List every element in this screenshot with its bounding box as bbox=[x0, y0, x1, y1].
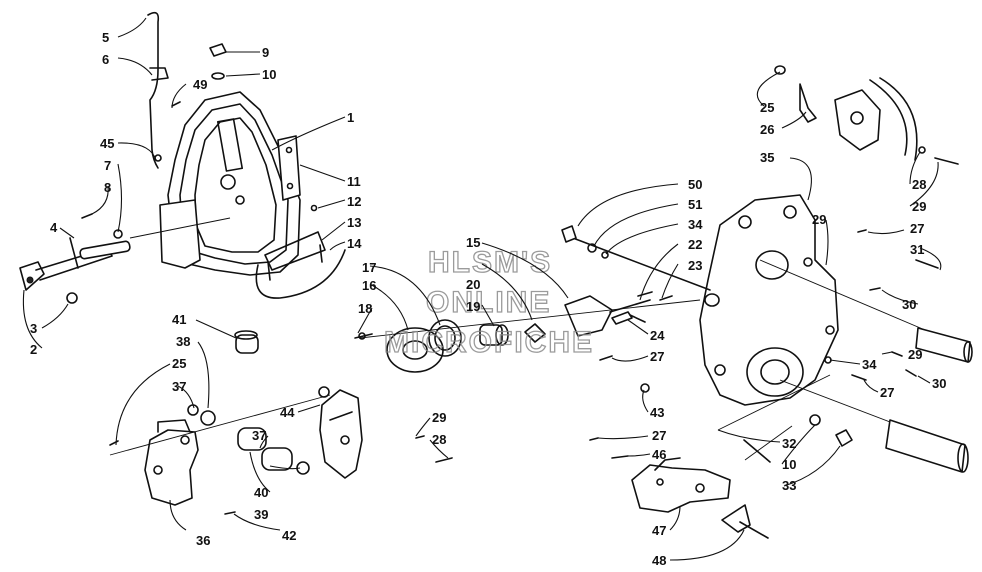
tensioner-spring-bearing bbox=[479, 291, 653, 346]
callout-32: 32 bbox=[782, 436, 796, 451]
callout-27: 27 bbox=[650, 349, 664, 364]
callout-17: 17 bbox=[362, 260, 376, 275]
callout-49: 49 bbox=[193, 77, 207, 92]
callout-2: 2 bbox=[30, 342, 37, 357]
callout-7: 7 bbox=[104, 158, 111, 173]
callout-4: 4 bbox=[50, 220, 58, 235]
callout-43: 43 bbox=[650, 405, 664, 420]
leader-lines bbox=[22, 17, 942, 561]
drive-sprocket-flange bbox=[354, 319, 462, 373]
assembly-axis-lines bbox=[109, 217, 926, 461]
callout-14: 14 bbox=[347, 236, 362, 251]
callout-6: 6 bbox=[102, 52, 109, 67]
callout-11: 11 bbox=[347, 174, 361, 189]
callout-29c: 29 bbox=[812, 212, 826, 227]
callout-27d: 27 bbox=[652, 428, 666, 443]
callout-5: 5 bbox=[102, 30, 109, 45]
callout-38: 38 bbox=[176, 334, 190, 349]
callout-30b: 30 bbox=[932, 376, 946, 391]
callout-30: 30 bbox=[902, 297, 916, 312]
watermark: HLSM'S ONLINE MICROFICHE bbox=[383, 245, 594, 359]
callout-34b: 34 bbox=[862, 357, 877, 372]
callout-22: 22 bbox=[688, 237, 702, 252]
callout-29d: 29 bbox=[908, 347, 922, 362]
hand-brake-cover-plate bbox=[159, 199, 201, 269]
misc-fasteners-right bbox=[561, 225, 939, 393]
callout-29: 29 bbox=[432, 410, 446, 425]
callout-16: 16 bbox=[362, 278, 376, 293]
callout-37b: 37 bbox=[252, 428, 266, 443]
callout-26: 26 bbox=[760, 122, 774, 137]
callout-13: 13 bbox=[347, 215, 361, 230]
callout-31: 31 bbox=[910, 242, 924, 257]
callout-39: 39 bbox=[254, 507, 268, 522]
callout-8: 8 bbox=[104, 180, 111, 195]
callout-12: 12 bbox=[347, 194, 361, 209]
callout-27c: 27 bbox=[880, 385, 894, 400]
callout-51: 51 bbox=[688, 197, 702, 212]
callout-44: 44 bbox=[280, 405, 295, 420]
retaining-spring-clip bbox=[255, 231, 346, 299]
svg-text:MICROFICHE: MICROFICHE bbox=[384, 326, 594, 359]
callout-3: 3 bbox=[30, 321, 37, 336]
callout-37: 37 bbox=[172, 379, 186, 394]
callout-42: 42 bbox=[282, 528, 296, 543]
callout-25: 25 bbox=[172, 356, 186, 371]
callout-46: 46 bbox=[652, 447, 666, 462]
callout-23: 23 bbox=[688, 258, 702, 273]
callout-40: 40 bbox=[254, 485, 268, 500]
callout-15: 15 bbox=[466, 235, 480, 250]
driveshaft-ends bbox=[885, 327, 973, 473]
brake-cable bbox=[147, 11, 169, 169]
brake-lever-shaft bbox=[19, 213, 131, 304]
callout-28: 28 bbox=[432, 432, 446, 447]
callout-50: 50 bbox=[688, 177, 702, 192]
callout-45: 45 bbox=[100, 136, 114, 151]
brake-pad-bracket-right bbox=[319, 389, 363, 479]
brake-pad-bracket bbox=[277, 135, 301, 201]
gear-case-housing bbox=[699, 194, 839, 406]
callout-48: 48 bbox=[652, 553, 666, 568]
callout-28b: 28 bbox=[912, 177, 926, 192]
callout-36: 36 bbox=[196, 533, 210, 548]
chain-tension-mount bbox=[589, 414, 853, 539]
callout-10b: 10 bbox=[782, 457, 796, 472]
callout-33: 33 bbox=[782, 478, 796, 493]
brake-caliper bbox=[144, 419, 199, 506]
callout-25b: 25 bbox=[760, 100, 774, 115]
callout-19: 19 bbox=[466, 299, 480, 314]
callout-27b: 27 bbox=[910, 221, 924, 236]
callout-18: 18 bbox=[358, 301, 372, 316]
svg-text:ONLINE: ONLINE bbox=[426, 286, 551, 319]
callout-41: 41 bbox=[172, 312, 186, 327]
callout-47: 47 bbox=[652, 523, 666, 538]
callout-labels: 5 6 9 10 49 1 45 7 8 11 12 13 4 14 3 2 4… bbox=[30, 30, 946, 568]
callout-1: 1 bbox=[347, 110, 354, 125]
brake-disc-bracket bbox=[774, 65, 959, 165]
svg-text:HLSM'S: HLSM'S bbox=[428, 246, 552, 279]
callout-24: 24 bbox=[650, 328, 665, 343]
callout-9: 9 bbox=[262, 45, 269, 60]
callout-10: 10 bbox=[262, 67, 276, 82]
callout-35: 35 bbox=[760, 150, 774, 165]
callout-34: 34 bbox=[688, 217, 703, 232]
callout-29b: 29 bbox=[912, 199, 926, 214]
callout-20: 20 bbox=[466, 277, 480, 292]
